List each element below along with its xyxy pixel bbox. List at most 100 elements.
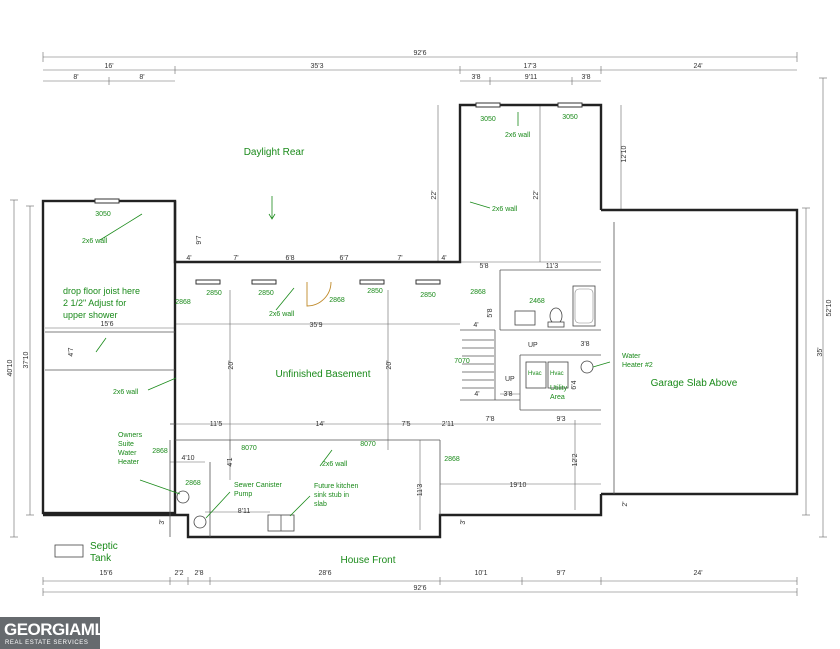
- dim-bottom-4: 10'1: [474, 570, 487, 577]
- dim-col-20-a: 20': [228, 360, 235, 369]
- label-win-2850-c: 2850: [367, 288, 383, 295]
- logo-tagline: REAL ESTATE SERVICES: [5, 640, 89, 646]
- dim-12-2: 12'2: [572, 453, 579, 466]
- label-tank: Tank: [90, 553, 112, 564]
- dim-4: 4': [473, 322, 478, 329]
- label-owners-1: Owners: [118, 432, 143, 439]
- dim-overall-bottom: 92'6: [413, 585, 426, 592]
- doors: [306, 281, 332, 307]
- dim-6-4: 6'4: [571, 380, 578, 389]
- dim-3-right: 3': [460, 519, 467, 524]
- label-wall-e: 2x6 wall: [113, 389, 139, 396]
- label-utility-1: Utility: [550, 385, 568, 392]
- dim-9-7: 9'7: [196, 235, 203, 244]
- dim-bottom-2: 2'8: [194, 570, 203, 577]
- dim-14: 14': [315, 421, 324, 428]
- dim-bottom-6: 24': [693, 570, 702, 577]
- dimension-labels: 92'6 16' 8' 8' 35'3 17'3 3'8 9'11 3'8 24…: [7, 50, 833, 592]
- room-labels: Daylight Rear Unfinished Basement Garage…: [63, 114, 738, 566]
- dim-2-11: 2'11: [442, 421, 455, 428]
- label-kitchen-1: Future kitchen: [314, 483, 358, 490]
- label-unfinished-basement: Unfinished Basement: [275, 369, 370, 380]
- label-up-2: UP: [505, 376, 515, 383]
- label-door-2868-b: 2868: [329, 297, 345, 304]
- dim-top-right-group: 17'3: [523, 63, 536, 70]
- label-drop-floor-2: 2 1/2" Adjust for: [63, 298, 126, 308]
- annotation-arrows: [95, 112, 611, 519]
- label-house-front: House Front: [340, 555, 395, 566]
- dim-3-8: 3'8: [580, 341, 589, 348]
- logo-name: GEORGIAMLS: [4, 620, 116, 639]
- dim-11-5: 11'5: [210, 421, 223, 428]
- dim-top-garage: 24': [693, 63, 702, 70]
- dim-window-4: 7': [397, 255, 402, 262]
- dim-4-1: 4'1: [227, 457, 234, 466]
- label-garage-slab: Garage Slab Above: [651, 378, 738, 389]
- label-door-2468: 2468: [529, 298, 545, 305]
- label-drop-floor-3: upper shower: [63, 310, 118, 320]
- dim-right-outer: 52'10: [826, 299, 833, 316]
- label-win-2850-b: 2850: [258, 290, 274, 297]
- dim-right-room-a: 5'8: [479, 263, 488, 270]
- dim-7-5: 7'5: [401, 421, 410, 428]
- dim-stair-4: 4': [474, 391, 479, 398]
- stairs: [462, 339, 494, 389]
- dim-stair-3-8: 3'8: [503, 391, 512, 398]
- label-owners-4: Heater: [118, 459, 140, 466]
- dim-left-inner: 37'10: [23, 351, 30, 368]
- label-door-7070: 7070: [454, 358, 470, 365]
- dim-11-3: 11'3: [417, 484, 424, 497]
- dim-rear-wall-b: 22': [533, 190, 540, 199]
- label-win-3050-c: 3050: [95, 211, 111, 218]
- label-owners-2: Suite: [118, 441, 134, 448]
- dim-top-left: 16': [104, 63, 113, 70]
- dim-window-5: 4': [441, 255, 446, 262]
- dim-window-2: 6'8: [285, 255, 294, 262]
- dim-top-left-b: 8': [139, 74, 144, 81]
- dim-top-right-b: 9'11: [525, 74, 538, 81]
- dim-col-20-b: 20': [386, 360, 393, 369]
- dim-bottom-5: 9'7: [556, 570, 565, 577]
- walls: [41, 103, 799, 539]
- label-daylight-rear: Daylight Rear: [244, 147, 305, 158]
- label-door-8070-a: 8070: [241, 445, 257, 452]
- label-win-3050-a: 3050: [480, 116, 496, 123]
- label-drop-floor-1: drop floor joist here: [63, 286, 140, 296]
- georgiamls-logo: GEORGIAMLS REAL ESTATE SERVICES: [0, 617, 116, 649]
- dim-top-mid: 35'3: [310, 63, 323, 70]
- mechanical: [54, 360, 594, 558]
- label-wall-a: 2x6 wall: [82, 238, 108, 245]
- dim-garage-top: 12'10: [621, 145, 628, 162]
- label-hvac-2: Hvac: [550, 371, 564, 377]
- dim-8-11: 8'11: [238, 508, 251, 515]
- label-wall-c: 2x6 wall: [505, 132, 531, 139]
- label-sewer-1: Sewer Canister: [234, 482, 283, 489]
- label-wall-d: 2x6 wall: [269, 311, 295, 318]
- dim-left-small: 4'7: [68, 347, 75, 356]
- label-wall-f: 2x6 wall: [322, 461, 348, 468]
- dim-9-3: 9'3: [556, 416, 565, 423]
- dim-window-3: 6'7: [339, 255, 348, 262]
- dim-vert-5-8: 5'8: [487, 308, 494, 317]
- dim-top-right-a: 3'8: [471, 74, 480, 81]
- dim-overall-top: 92'6: [413, 50, 426, 57]
- label-win-2850-a: 2850: [206, 290, 222, 297]
- label-owners-3: Water: [118, 450, 137, 457]
- label-water-heater-1: Water: [622, 353, 641, 360]
- label-utility-2: Area: [550, 394, 565, 401]
- dim-bottom-1: 2'2: [174, 570, 183, 577]
- dim-top-left-a: 8': [73, 74, 78, 81]
- label-kitchen-3: slab: [314, 501, 327, 508]
- label-door-8070-b: 8070: [360, 441, 376, 448]
- dim-right-room-b: 11'3: [546, 263, 559, 270]
- label-hvac-1: Hvac: [528, 371, 542, 377]
- label-door-2868-a: 2868: [175, 299, 191, 306]
- dim-3-left: 3': [159, 519, 166, 524]
- dim-top-right-c: 3'8: [581, 74, 590, 81]
- label-door-2868-c: 2868: [470, 289, 486, 296]
- label-water-heater-2: Heater #2: [622, 362, 653, 369]
- dim-2: 2': [622, 501, 629, 506]
- label-door-2868-f: 2868: [444, 456, 460, 463]
- dim-15-6: 15'6: [100, 321, 113, 328]
